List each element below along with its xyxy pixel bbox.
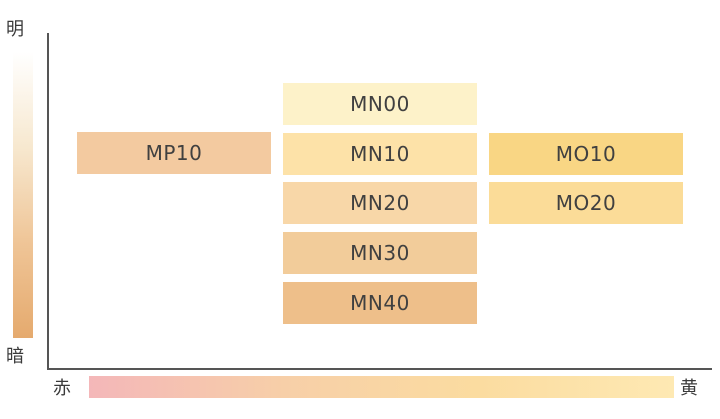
red-axis-label: 赤 — [53, 378, 71, 399]
shade-box-mn20: MN20 — [283, 182, 477, 224]
shade-box-mn00: MN00 — [283, 83, 477, 125]
vertical-axis-line — [47, 33, 49, 370]
shade-box-mp10: MP10 — [77, 132, 271, 174]
shade-box-mo20: MO20 — [489, 182, 683, 224]
yellow-axis-label: 黄 — [680, 378, 698, 399]
shade-box-mn10: MN10 — [283, 133, 477, 175]
shade-box-mn40: MN40 — [283, 282, 477, 324]
dark-axis-label: 暗 — [6, 346, 24, 367]
shade-box-mo10: MO10 — [489, 133, 683, 175]
shade-box-mn30: MN30 — [283, 232, 477, 274]
hue-gradient-bar — [89, 376, 674, 398]
horizontal-axis-line — [47, 368, 712, 370]
brightness-gradient-bar — [13, 52, 33, 338]
bright-axis-label: 明 — [6, 19, 24, 40]
